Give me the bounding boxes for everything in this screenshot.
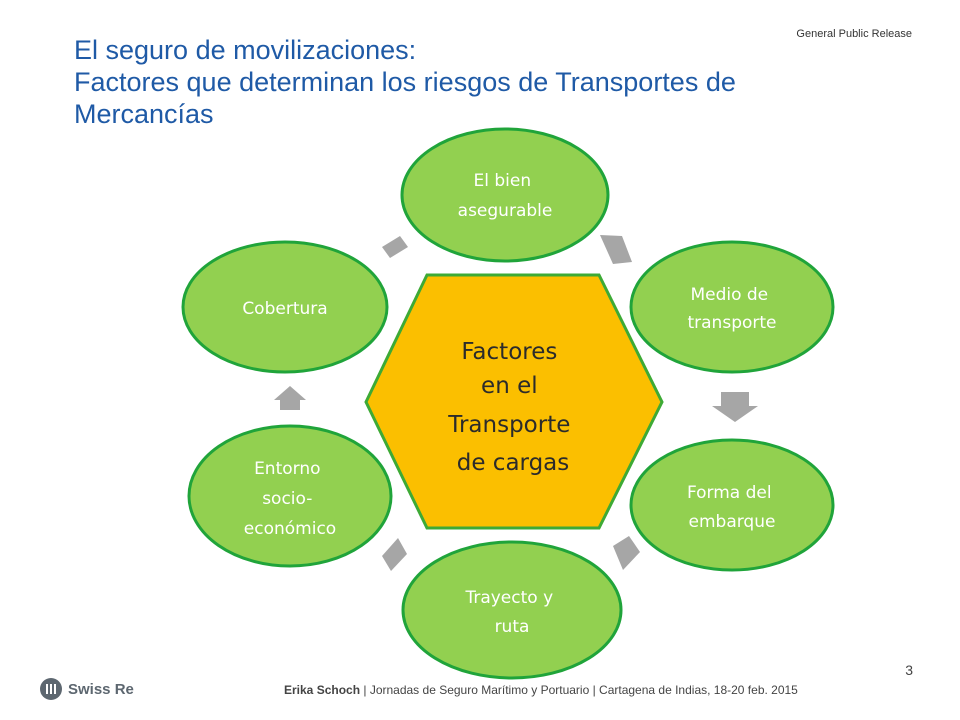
node-label: Entorno socio- económico xyxy=(244,459,336,539)
center-hexagon xyxy=(364,273,664,530)
node-medio-de-transporte: Medio de transporte xyxy=(629,240,835,374)
node-label: Cobertura xyxy=(242,299,327,319)
center-line-1: Factores xyxy=(461,339,557,365)
node-el-bien-asegurable: El bien asegurable xyxy=(400,127,610,263)
node-ellipse xyxy=(181,240,389,374)
page-number: 3 xyxy=(905,662,913,678)
node-cobertura: Cobertura xyxy=(181,240,389,374)
node-label: Forma del embarque xyxy=(687,483,777,532)
node-label: Trayecto y ruta xyxy=(464,588,558,637)
node-ellipse xyxy=(629,438,835,572)
footer-author: Erika Schoch xyxy=(284,683,361,697)
arrow-forma-to-trayecto xyxy=(613,536,640,570)
node-trayecto-y-ruta: Trayecto y ruta xyxy=(401,540,623,680)
swiss-re-logo: Swiss Re xyxy=(40,678,134,700)
node-ellipse xyxy=(400,127,610,263)
node-forma-del-embarque: Forma del embarque xyxy=(629,438,835,572)
swiss-re-logo-icon xyxy=(40,678,62,700)
node-entorno-socio-economico: Entorno socio- económico xyxy=(187,424,393,568)
center-label: Factores en el Transporte de cargas xyxy=(447,339,577,476)
arrow-trayecto-to-entorno xyxy=(382,538,407,571)
arrow-entorno-to-cobertura xyxy=(274,386,306,410)
arrow-cobertura-to-bien xyxy=(382,236,408,258)
release-label: General Public Release xyxy=(796,28,912,40)
arrow-bien-to-medio xyxy=(600,235,632,264)
footer-event: | Jornadas de Seguro Marítimo y Portuari… xyxy=(360,683,798,697)
node-ellipse xyxy=(401,540,623,680)
node-ellipse xyxy=(629,240,835,374)
center-line-4: de cargas xyxy=(457,450,570,476)
title-line-2: Factores que determinan los riesgos de T… xyxy=(74,67,736,97)
node-label: Medio de transporte xyxy=(687,285,776,333)
cycle-arrows xyxy=(274,235,758,571)
page-title: El seguro de movilizaciones: Factores qu… xyxy=(74,34,894,130)
logo-text: Swiss Re xyxy=(68,680,134,698)
node-ellipse xyxy=(187,424,393,568)
arrow-medio-to-forma xyxy=(712,392,758,422)
title-line-3: Mercancías xyxy=(74,99,214,129)
footer-credits: Erika Schoch | Jornadas de Seguro Maríti… xyxy=(284,683,798,697)
node-label: El bien asegurable xyxy=(458,171,553,221)
title-line-1: El seguro de movilizaciones: xyxy=(74,35,417,65)
center-line-3: Transporte xyxy=(447,412,570,438)
center-line-2: en el xyxy=(481,373,538,399)
